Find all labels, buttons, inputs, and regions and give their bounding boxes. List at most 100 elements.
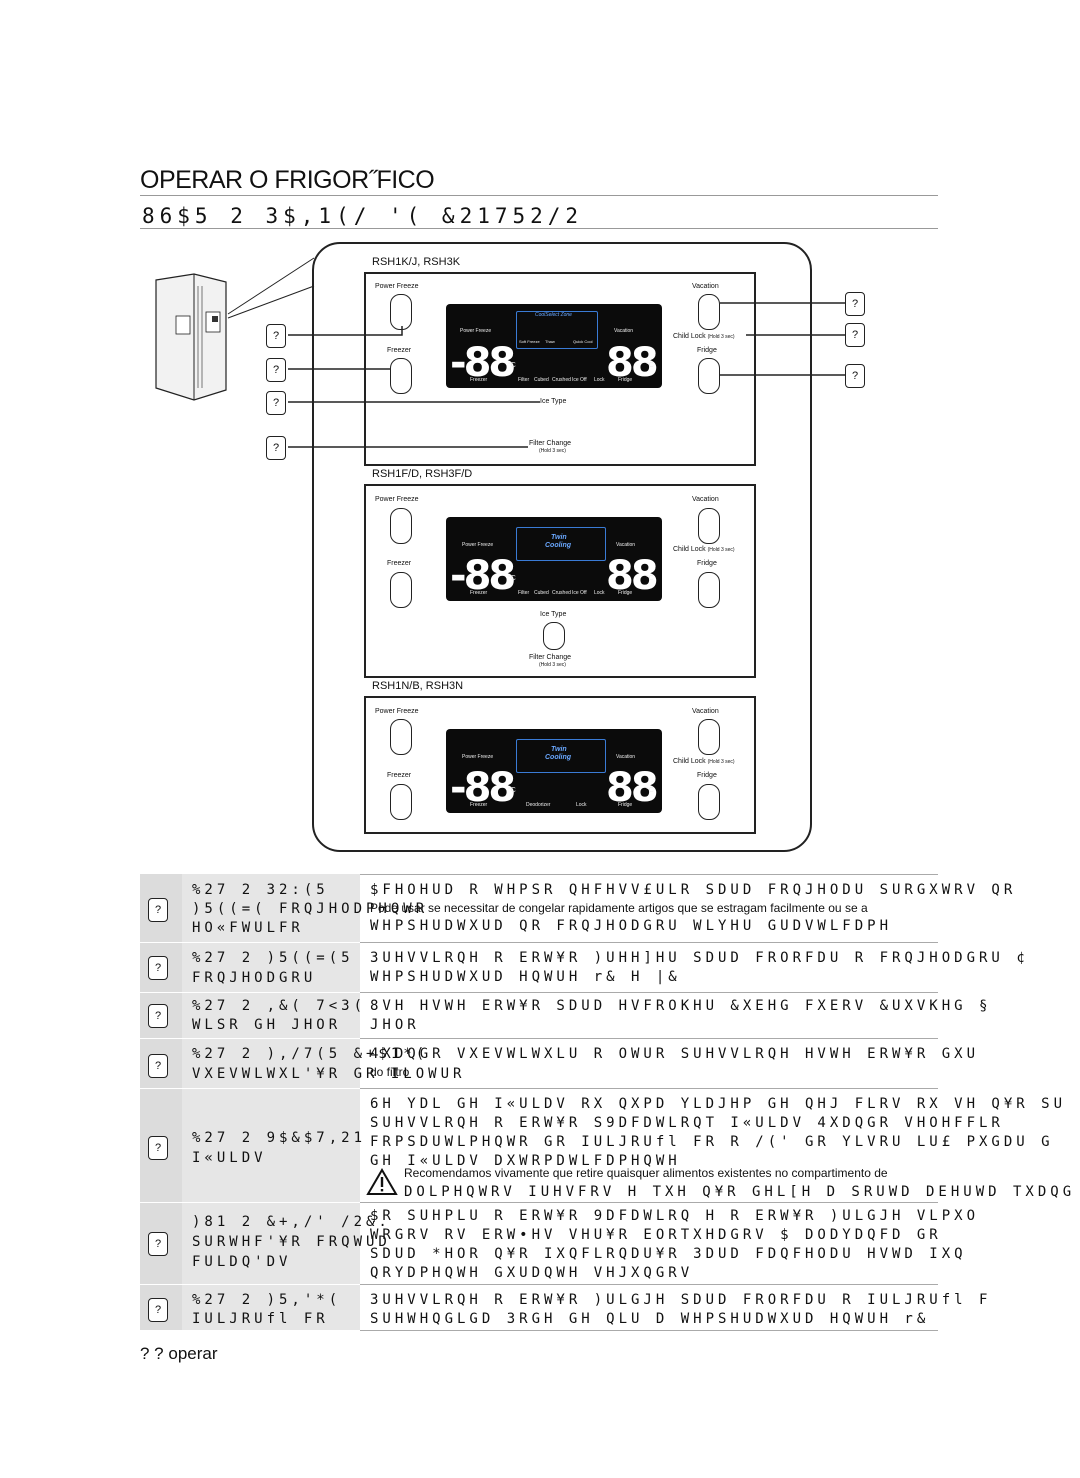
fridge-button[interactable] <box>698 358 720 394</box>
row-7-description: 3UHVVLRQH R ERW¥R )ULGJH SDUD FRORFDU R … <box>370 1292 992 1327</box>
row-5-description: 6H YDL GH I«ULDV RX QXPD YLDJHP GH QHJ F… <box>370 1096 1067 1169</box>
power-freeze-button[interactable] <box>390 719 412 755</box>
display-lock: Lock <box>594 590 605 596</box>
display-3: Power Freeze Vacation Twin Cooling -88 °… <box>446 729 662 813</box>
row-6-desc-3: SDUD *HOR Q¥R IXQFLRQDU¥R 3DUD FDQFHODU … <box>370 1246 967 1262</box>
row-6-desc-2: WRGRV RV ERW•HV VHU¥R EORTXHDGRV $ DODYD… <box>370 1227 942 1243</box>
page-title: OPERAR O FRIGOR˝FICO <box>140 166 435 194</box>
table-label-column <box>182 874 360 1330</box>
title-rule <box>140 195 938 196</box>
twin-cooling-box: Twin Cooling <box>516 527 606 561</box>
fridge-degc: °C <box>646 575 654 582</box>
filter-change-label: Filter Change <box>529 654 572 661</box>
callout-number-1: ? <box>266 324 286 348</box>
row-7-label-line-1: %27 2 )5,'*( <box>192 1292 342 1308</box>
display-fridge: Fridge <box>618 590 633 596</box>
refrigerator-illustration <box>155 273 227 401</box>
row-2-label-line-1: %27 2 )5((=(5 <box>192 950 354 966</box>
freezer-degc: °C <box>508 362 516 369</box>
power-freeze-label: Power Freeze <box>375 708 419 715</box>
child-lock-label: Child Lock (Hold 3 sec) <box>673 758 735 765</box>
freezer-button[interactable] <box>390 358 412 394</box>
row-4-description: 4XDQGR VXEVWLWXLU R OWUR SUHVVLRQH HVWH … <box>370 1046 975 1079</box>
filter-change-hold: (Hold 3 sec) <box>539 662 566 668</box>
footer-text: operar <box>168 1344 218 1363</box>
callout-number-3: ? <box>266 391 286 415</box>
row-4-label-line-2: VXEVWLWXL'¥R GR ILOWUR <box>192 1066 466 1082</box>
row-5-desc-3: FRPSDUWLPHQWR GR IULJRUfl FR R /(' GR YL… <box>370 1134 1054 1150</box>
row-1-label-line-3: HO«FWULFR <box>192 920 304 936</box>
row-5-desc-1: 6H YDL GH I«ULDV RX QXPD YLDJHP GH QHJ F… <box>370 1096 1067 1112</box>
filter-change-label: Filter Change <box>529 440 572 447</box>
row-7-label-line-2: IULJRUfl FR <box>192 1311 329 1327</box>
display-ice-off: Ice Off <box>572 377 587 383</box>
display-freezer: Freezer <box>470 377 488 383</box>
row-number-6: ? <box>148 1232 168 1256</box>
freezer-degc: °C <box>508 787 516 794</box>
model-label-1: RSH1K/J, RSH3K <box>372 256 461 268</box>
fridge-degc: °C <box>646 362 654 369</box>
row-6-desc-4: QRYDPHQWH GXUDQWH VHJXQGRV <box>370 1265 694 1281</box>
model-label-2: RSH1F/D, RSH3F/D <box>372 468 473 480</box>
model-label-3: RSH1N/B, RSH3N <box>372 680 464 692</box>
filter-change-hold: (Hold 3 sec) <box>539 448 566 454</box>
freezer-button[interactable] <box>390 572 412 608</box>
vacation-button[interactable] <box>698 294 720 330</box>
cs-thaw: Thaw <box>545 339 555 344</box>
row-5-label-line-2: I«ULDV <box>192 1150 267 1166</box>
display-freezer: Freezer <box>470 802 488 808</box>
vacation-button[interactable] <box>698 719 720 755</box>
freezer-label: Freezer <box>387 772 412 779</box>
fridge-button[interactable] <box>698 784 720 820</box>
fridge-button[interactable] <box>698 572 720 608</box>
subtitle-rule <box>140 228 938 229</box>
row-number-5: ? <box>148 1136 168 1160</box>
display-fridge: Fridge <box>618 377 633 383</box>
row-4-label-line-1: %27 2 ),/7(5 &+$1*( <box>192 1046 429 1062</box>
row-3-description: 8VH HVWH ERW¥R SDUD HVFROKHU &XEHG FXERV… <box>370 998 987 1033</box>
row-1-desc-2: WHPSHUDWXUD QR FRQJHODGRU WLYHU GUDVWLFD… <box>370 918 893 934</box>
row-2-desc-1: 3UHVVLRQH R ERW¥R )UHH]HU SDUD FRORFDU R… <box>370 950 1029 966</box>
display-2: Power Freeze Vacation Twin Cooling -88 °… <box>446 517 662 601</box>
row-2-label-line-2: FRQJHODGRU <box>192 970 317 986</box>
display-crushed: Crushed <box>552 590 571 596</box>
vacation-label: Vacation <box>692 283 719 290</box>
row-7-desc-2: SUHWHQGLGD 3RGH GH QLU D WHPSHUDWXUD HQW… <box>370 1311 930 1327</box>
callout-number-6: ? <box>845 323 865 347</box>
row-1-description: $FHOHUD R WHPSR QHFHVV£ULR SDUD FRQJHODU… <box>370 882 1012 934</box>
freezer-label: Freezer <box>387 560 412 567</box>
row-line <box>360 1088 938 1089</box>
ice-type-label: Ice Type <box>540 611 567 618</box>
row-6-description: $R SUHPLU R ERW¥R 9DFDWLRQ H R ERW¥R )UL… <box>370 1208 975 1281</box>
display-vacation: Vacation <box>616 754 636 760</box>
ice-type-label: Ice Type <box>540 398 567 405</box>
zoom-callout-lines <box>227 257 315 319</box>
vacation-label: Vacation <box>692 708 719 715</box>
twin-cooling-box: Twin Cooling <box>516 739 606 773</box>
power-freeze-button[interactable] <box>390 294 412 330</box>
display-freezer: Freezer <box>470 590 488 596</box>
callout-number-4: ? <box>266 436 286 460</box>
page-footer: ? ? operar <box>140 1344 218 1364</box>
row-line <box>360 1202 938 1203</box>
display-cubed: Cubed <box>534 590 549 596</box>
vacation-button[interactable] <box>698 508 720 544</box>
display-power-freeze: Power Freeze <box>460 328 492 334</box>
row-7-desc-1: 3UHVVLRQH R ERW¥R )ULGJH SDUD FRORFDU R … <box>370 1292 992 1308</box>
freezer-button[interactable] <box>390 784 412 820</box>
row-line <box>360 992 938 993</box>
ice-type-button[interactable] <box>543 622 565 650</box>
display-ice-off: Ice Off <box>572 590 587 596</box>
row-3-label-line-1: %27 2 ,&( 7<3( <box>192 998 367 1014</box>
display-vacation: Vacation <box>614 328 634 334</box>
child-lock-label: Child Lock (Hold 3 sec) <box>673 333 735 340</box>
row-line <box>360 1038 938 1039</box>
row-number-3: ? <box>148 1004 168 1028</box>
fridge-label: Fridge <box>697 772 717 779</box>
row-line <box>360 1284 938 1285</box>
power-freeze-button[interactable] <box>390 508 412 544</box>
fridge-temp-digits: 88 <box>606 340 659 386</box>
row-2-description: 3UHVVLRQH R ERW¥R )UHH]HU SDUD FRORFDU R… <box>370 950 1029 985</box>
display-fridge: Fridge <box>618 802 633 808</box>
display-filter: Filter <box>518 590 530 596</box>
